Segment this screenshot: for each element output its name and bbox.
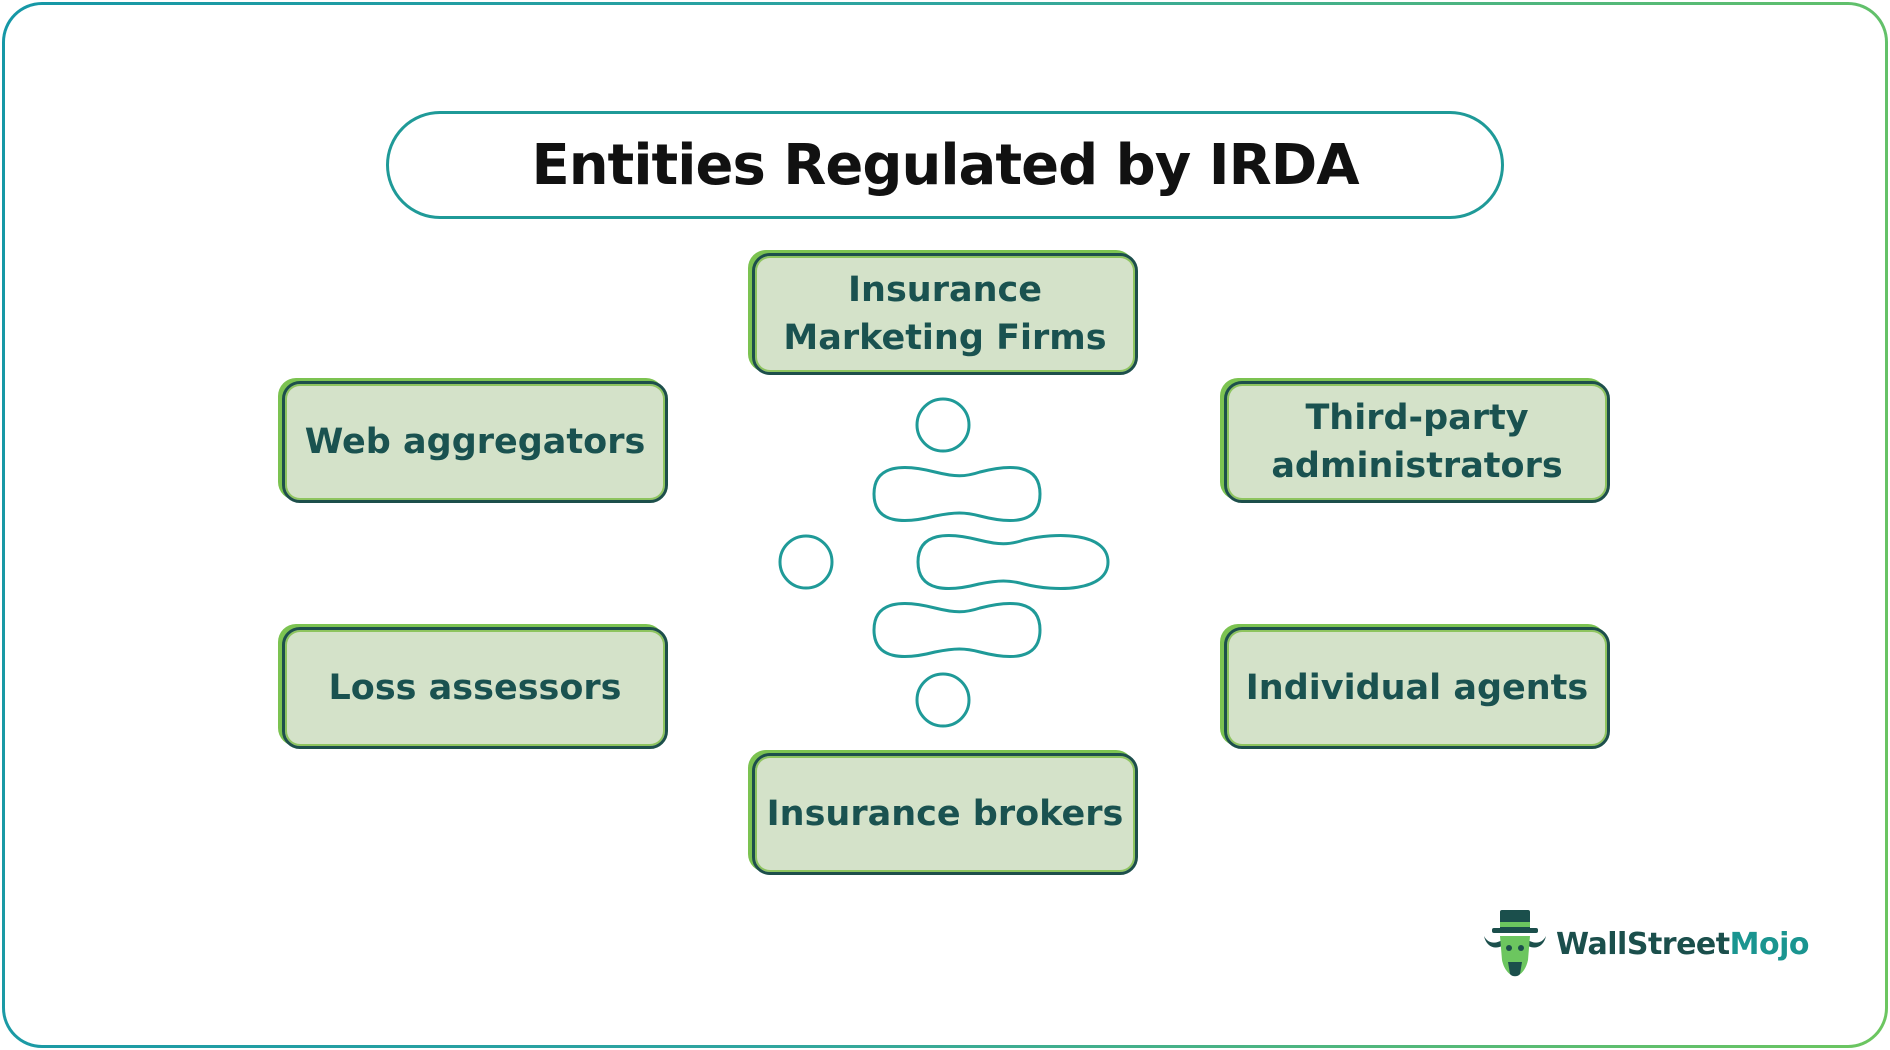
entity-label: Individual agents <box>1245 668 1589 708</box>
page-title: Entities Regulated by IRDA <box>531 132 1359 198</box>
entity-label: Third-party administrators <box>1271 398 1563 486</box>
entity-box-insurance-brokers: Insurance brokers <box>752 753 1138 875</box>
entity-label: Insurance brokers <box>766 794 1124 834</box>
entity-box-loss-assessors: Loss assessors <box>282 627 668 749</box>
center-network-icon <box>778 397 1110 728</box>
logo-wordmark-part1: WallStreet <box>1556 926 1730 962</box>
entity-box-insurance-marketing-firms: Insurance Marketing Firms <box>752 253 1138 375</box>
center-circle-left <box>778 534 834 590</box>
logo-wordmark: WallStreetMojo <box>1556 927 1809 962</box>
entity-label: Insurance Marketing Firms <box>783 270 1107 358</box>
logo-wordmark-part2: Mojo <box>1729 926 1810 962</box>
entity-label: Web aggregators <box>304 422 646 462</box>
entity-box-third-party-administrators: Third-party administrators <box>1224 381 1610 503</box>
center-link-upper <box>872 466 1042 522</box>
entity-label: Loss assessors <box>328 668 622 708</box>
title-pill: Entities Regulated by IRDA <box>386 111 1504 219</box>
center-circle-bottom <box>915 672 971 728</box>
center-link-middle <box>916 534 1110 590</box>
brand-logo: WallStreetMojo <box>1480 908 1809 980</box>
entity-box-web-aggregators: Web aggregators <box>282 381 668 503</box>
entity-box-individual-agents: Individual agents <box>1224 627 1610 749</box>
bull-top-hat-icon <box>1484 910 1546 977</box>
center-link-lower <box>872 602 1042 658</box>
center-circle-top <box>915 397 971 453</box>
